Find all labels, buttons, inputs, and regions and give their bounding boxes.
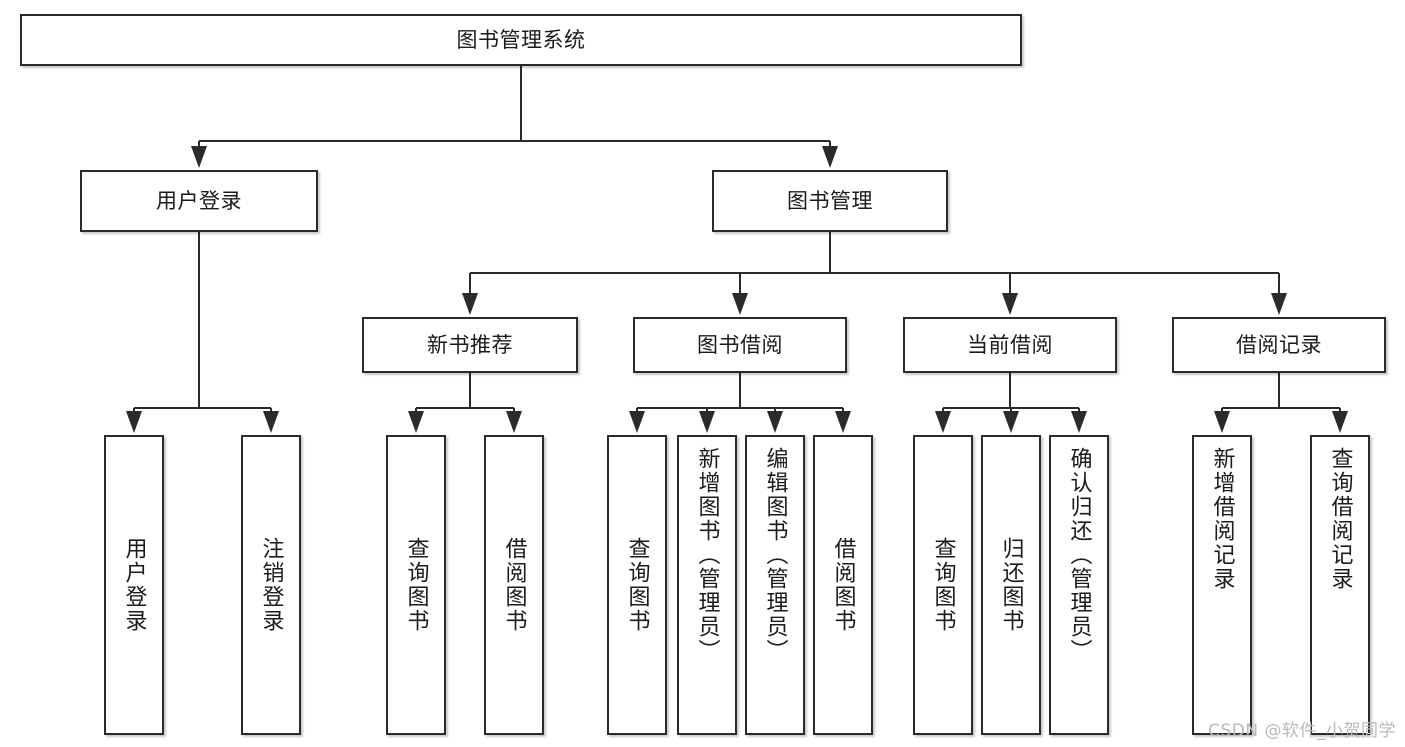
node-label: 查询图书: [624, 537, 650, 633]
node-nb-query[interactable]: 查询图书: [386, 435, 446, 735]
connector-arrowhead: [263, 411, 279, 433]
node-label: 用户登录: [156, 188, 242, 213]
connector-arrowhead: [408, 411, 424, 433]
node-label: 借阅图书: [501, 537, 527, 633]
node-label: 图书管理系统: [456, 27, 586, 52]
node-label: 图书借阅: [697, 332, 783, 357]
node-label: 当前借阅: [967, 332, 1053, 357]
node-rc-query[interactable]: 查询借阅记录: [1310, 435, 1370, 735]
node-bk-query[interactable]: 查询图书: [607, 435, 667, 735]
node-cb-return[interactable]: 归还图书: [981, 435, 1041, 735]
node-current[interactable]: 当前借阅: [903, 317, 1117, 373]
node-cb-confirm[interactable]: 确认归还（管理员）: [1049, 435, 1109, 735]
node-label: 查询图书: [930, 537, 956, 633]
node-label: 查询图书: [403, 537, 429, 633]
node-label: 新增图书（管理员）: [694, 447, 720, 663]
connector-arrowhead: [1003, 411, 1019, 433]
node-bk-edit[interactable]: 编辑图书（管理员）: [745, 435, 805, 735]
connector-arrowhead: [699, 411, 715, 433]
node-label: 归还图书: [998, 537, 1024, 633]
connector-arrowhead: [1271, 293, 1287, 315]
node-nb-borrow[interactable]: 借阅图书: [484, 435, 544, 735]
connector-arrowhead: [767, 411, 783, 433]
node-bookmgr[interactable]: 图书管理: [712, 170, 948, 232]
node-label: 借阅记录: [1236, 332, 1322, 357]
node-bk-borrow[interactable]: 借阅图书: [813, 435, 873, 735]
node-label: 用户登录: [121, 537, 147, 633]
connector-arrowhead: [506, 411, 522, 433]
connector-arrowhead: [629, 411, 645, 433]
connector-arrowhead: [822, 146, 838, 168]
connector-arrowhead: [1214, 411, 1230, 433]
connector-arrowhead: [191, 146, 207, 168]
node-login[interactable]: 用户登录: [80, 170, 318, 232]
connector-arrowhead: [732, 293, 748, 315]
node-userlogin[interactable]: 用户登录: [104, 435, 164, 735]
node-root[interactable]: 图书管理系统: [20, 14, 1022, 66]
node-label: 编辑图书（管理员）: [762, 447, 788, 663]
connector-arrowhead: [1332, 411, 1348, 433]
node-label: 图书管理: [787, 188, 873, 213]
node-borrow[interactable]: 图书借阅: [633, 317, 847, 373]
node-label: 确认归还（管理员）: [1066, 447, 1092, 663]
node-records[interactable]: 借阅记录: [1172, 317, 1386, 373]
connector-arrowhead: [935, 411, 951, 433]
node-label: 新增借阅记录: [1209, 447, 1235, 591]
node-label: 注销登录: [258, 537, 284, 633]
connector-arrowhead: [1071, 411, 1087, 433]
connector-arrowhead: [462, 293, 478, 315]
node-newbook[interactable]: 新书推荐: [362, 317, 578, 373]
node-bk-add[interactable]: 新增图书（管理员）: [677, 435, 737, 735]
connector-arrowhead: [126, 411, 142, 433]
node-cb-query[interactable]: 查询图书: [913, 435, 973, 735]
node-label: 借阅图书: [830, 537, 856, 633]
connector-arrowhead: [1002, 293, 1018, 315]
node-label: 查询借阅记录: [1327, 447, 1353, 591]
node-label: 新书推荐: [427, 332, 513, 357]
node-userlogout[interactable]: 注销登录: [241, 435, 301, 735]
node-rc-add[interactable]: 新增借阅记录: [1192, 435, 1252, 735]
connector-arrowhead: [835, 411, 851, 433]
